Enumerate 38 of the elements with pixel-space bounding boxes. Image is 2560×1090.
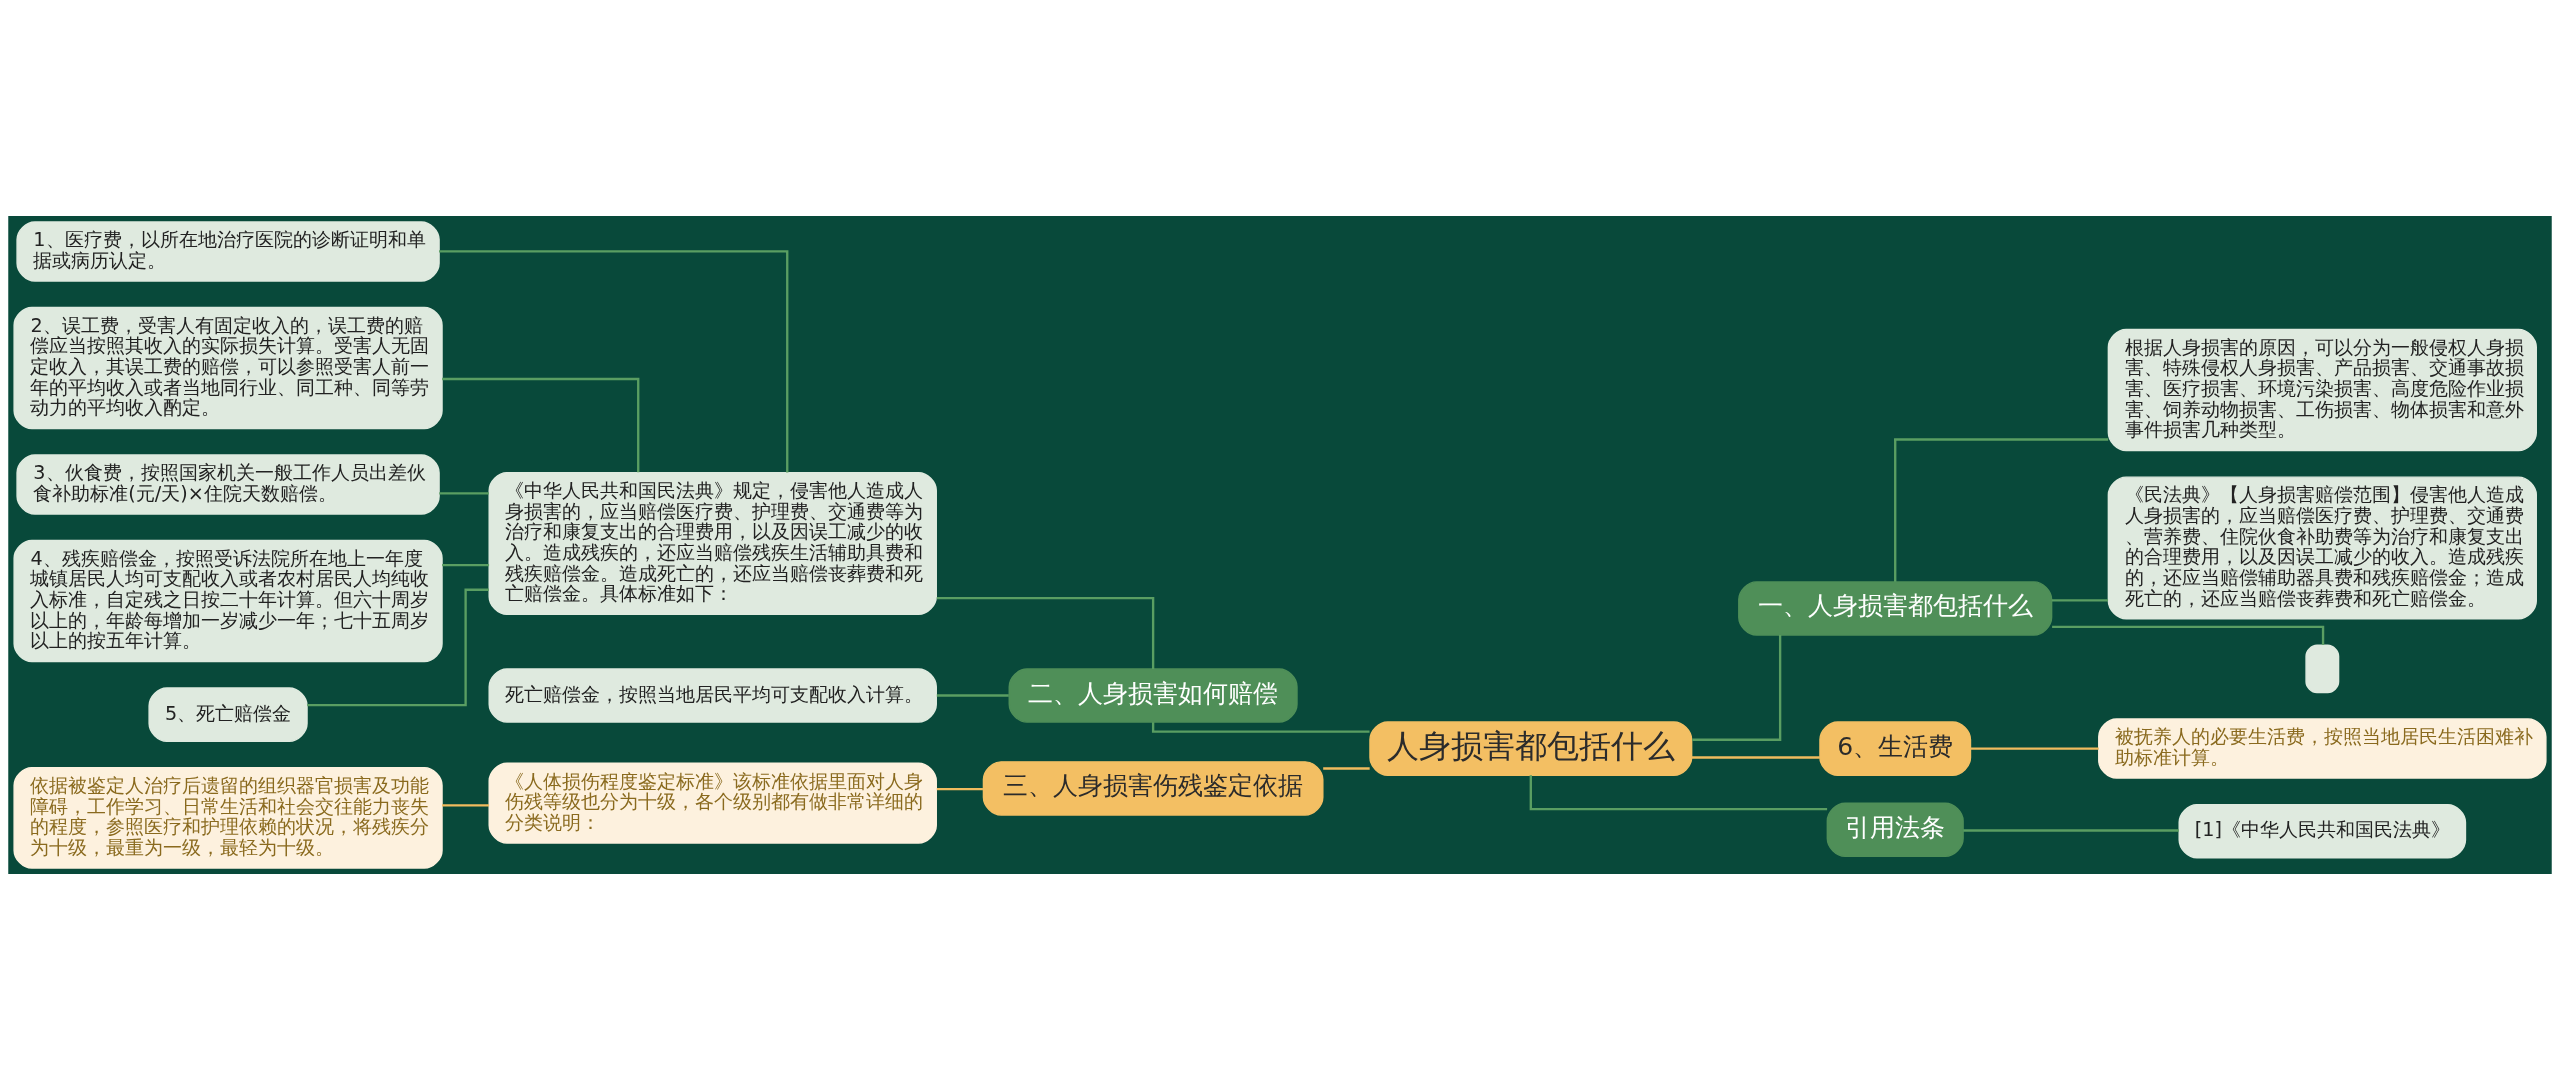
node-box (2305, 644, 2340, 694)
connector (442, 804, 490, 807)
node-box: 6、生活费 (1819, 721, 1972, 776)
node-box: 被抚养人的必要生活费，按照当地居民生活困难补助标准计算。 (2098, 718, 2547, 779)
connector (442, 377, 640, 473)
connector (439, 250, 789, 473)
connector (2052, 625, 2325, 645)
connector (936, 788, 983, 791)
node-box: 死亡赔偿金，按照当地居民平均可支配收入计算。 (488, 668, 937, 723)
connector (1692, 635, 1782, 741)
node-box: 人身损害都包括什么 (1369, 721, 1693, 776)
node-box: 3、伙食费，按照国家机关一般工作人员出差伙食补助标准(元/天)×住院天数赔偿。 (16, 454, 440, 515)
connector (1691, 756, 1820, 759)
node-box: 4、残疾赔偿金，按照受诉法院所在地上一年度城镇居民人均可支配收入或者农村居民人均纯收入标准，自定残之日按二十年计算。但六十周岁以上的，年龄每增加一岁减少一年；七十五周岁以上的按五年计算。 (13, 539, 443, 663)
node-box: 5、死亡赔偿金 (148, 687, 308, 742)
connector (439, 492, 489, 495)
node-box: [1]《中华人民共和国民法典》 (2178, 803, 2467, 859)
node-box: 1、医疗费，以所在地治疗医院的诊断证明和单据或病历认定。 (16, 221, 440, 282)
node-box: 一、人身损害都包括什么 (1738, 581, 2053, 636)
node-box: 引用法条 (1826, 802, 1964, 858)
node-box: 二、人身损害如何赔偿 (1008, 668, 1298, 723)
node-box: 《人体损伤程度鉴定标准》该标准依据里面对人身伤残等级也分为十级，各个级别都有做非常详细的分类说明： (488, 762, 937, 844)
node-box: 依据被鉴定人治疗后遗留的组织器官损害及功能障碍，工作学习、日常生活和社会交往能力丧失的程度，参照医疗和护理依赖的状况，将残疾分为十级，最重为一级，最轻为十级。 (13, 767, 443, 869)
connector (936, 596, 1155, 669)
connector (2051, 599, 2109, 602)
node-box: 根据人身损害的原因，可以分为一般侵权人身损害、特殊侵权人身损害、产品损害、交通事故损害、医疗损害、环境污染损害、高度危险作业损害、饲养动物损害、工伤损害、物体损害和意外事件损害几种类型。 (2107, 328, 2537, 452)
connector (1894, 438, 2109, 582)
connector (442, 564, 490, 567)
node-box: 《中华人民共和国民法典》规定，侵害他人造成人身损害的，应当赔偿医疗费、护理费、交通费等为治疗和康复支出的合理费用，以及因误工减少的收入。造成残疾的，还应当赔偿残疾生活辅助具费和残疾赔偿金。造成死亡的，还应当赔偿丧葬费和死亡赔偿金。具体标准如下： (488, 471, 937, 616)
node-box: 《民法典》【人身损害赔偿范围】侵害他人造成人身损害的，应当赔偿医疗费、护理费、交通费、营养费、住院伙食补助费等为治疗和康复支出的合理费用，以及因误工减少的收入。造成残疾的，还应当赔偿辅助器具费和残疾赔偿金；造成死亡的，还应当赔偿丧葬费和死亡赔偿金。 (2107, 476, 2537, 620)
node-box: 三、人身损害伤残鉴定依据 (982, 761, 1324, 816)
connector (1323, 767, 1370, 770)
connector (307, 588, 489, 707)
connector (1151, 722, 1370, 733)
connector (1970, 747, 2099, 750)
connector (936, 694, 1009, 697)
connector (1963, 829, 2179, 832)
node-box: 2、误工费，受害人有固定收入的，误工费的赔偿应当按照其收入的实际损失计算。受害人无固定收入，其误工费的赔偿，可以参照受害人前一年的平均收入或者当地同行业、同工种、同等劳动力的平均收入酌定。 (13, 306, 443, 430)
